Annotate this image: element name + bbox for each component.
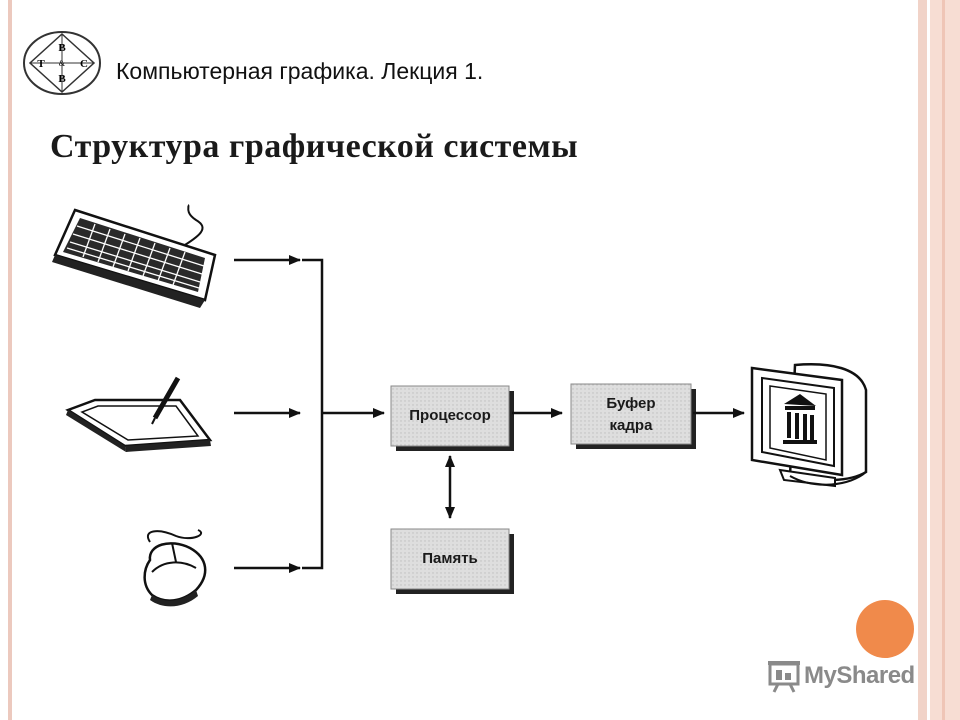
slide-title: Структура графической системы — [50, 128, 579, 165]
logo-letter-bottom: B — [58, 73, 66, 85]
memory-box: Память — [390, 528, 514, 594]
processor-label: Процессор — [409, 407, 490, 424]
graphics-tablet-icon — [65, 376, 213, 452]
processor-box: Процессор — [390, 385, 514, 451]
university-logo: B T C & B — [23, 31, 101, 95]
slide-border-right — [918, 0, 927, 720]
mouse-icon — [143, 529, 207, 607]
framebuffer-label-line1: Буфер — [606, 395, 655, 412]
input-bus-line — [302, 258, 324, 570]
logo-letter-top: B — [58, 42, 66, 54]
decorative-orange-circle — [856, 600, 914, 658]
framebuffer-label-line2: кадра — [610, 417, 654, 434]
logo-letter-right: C — [80, 58, 88, 70]
slide-border-right-outer — [930, 0, 960, 720]
watermark-text: MyShared — [804, 662, 915, 689]
lecture-subtitle: Компьютерная графика. Лекция 1. — [116, 58, 484, 84]
logo-letter-center: & — [59, 59, 66, 68]
slide-border-left — [8, 0, 12, 720]
framebuffer-box: Буфер кадра — [570, 383, 696, 449]
keyboard-icon — [52, 204, 217, 308]
myshared-watermark: MyShared — [766, 656, 915, 696]
presentation-board-icon — [768, 661, 800, 693]
memory-label: Память — [422, 550, 478, 567]
monitor-icon — [750, 363, 868, 488]
slide-border-right-line — [942, 0, 945, 720]
logo-letter-left: T — [37, 58, 45, 70]
